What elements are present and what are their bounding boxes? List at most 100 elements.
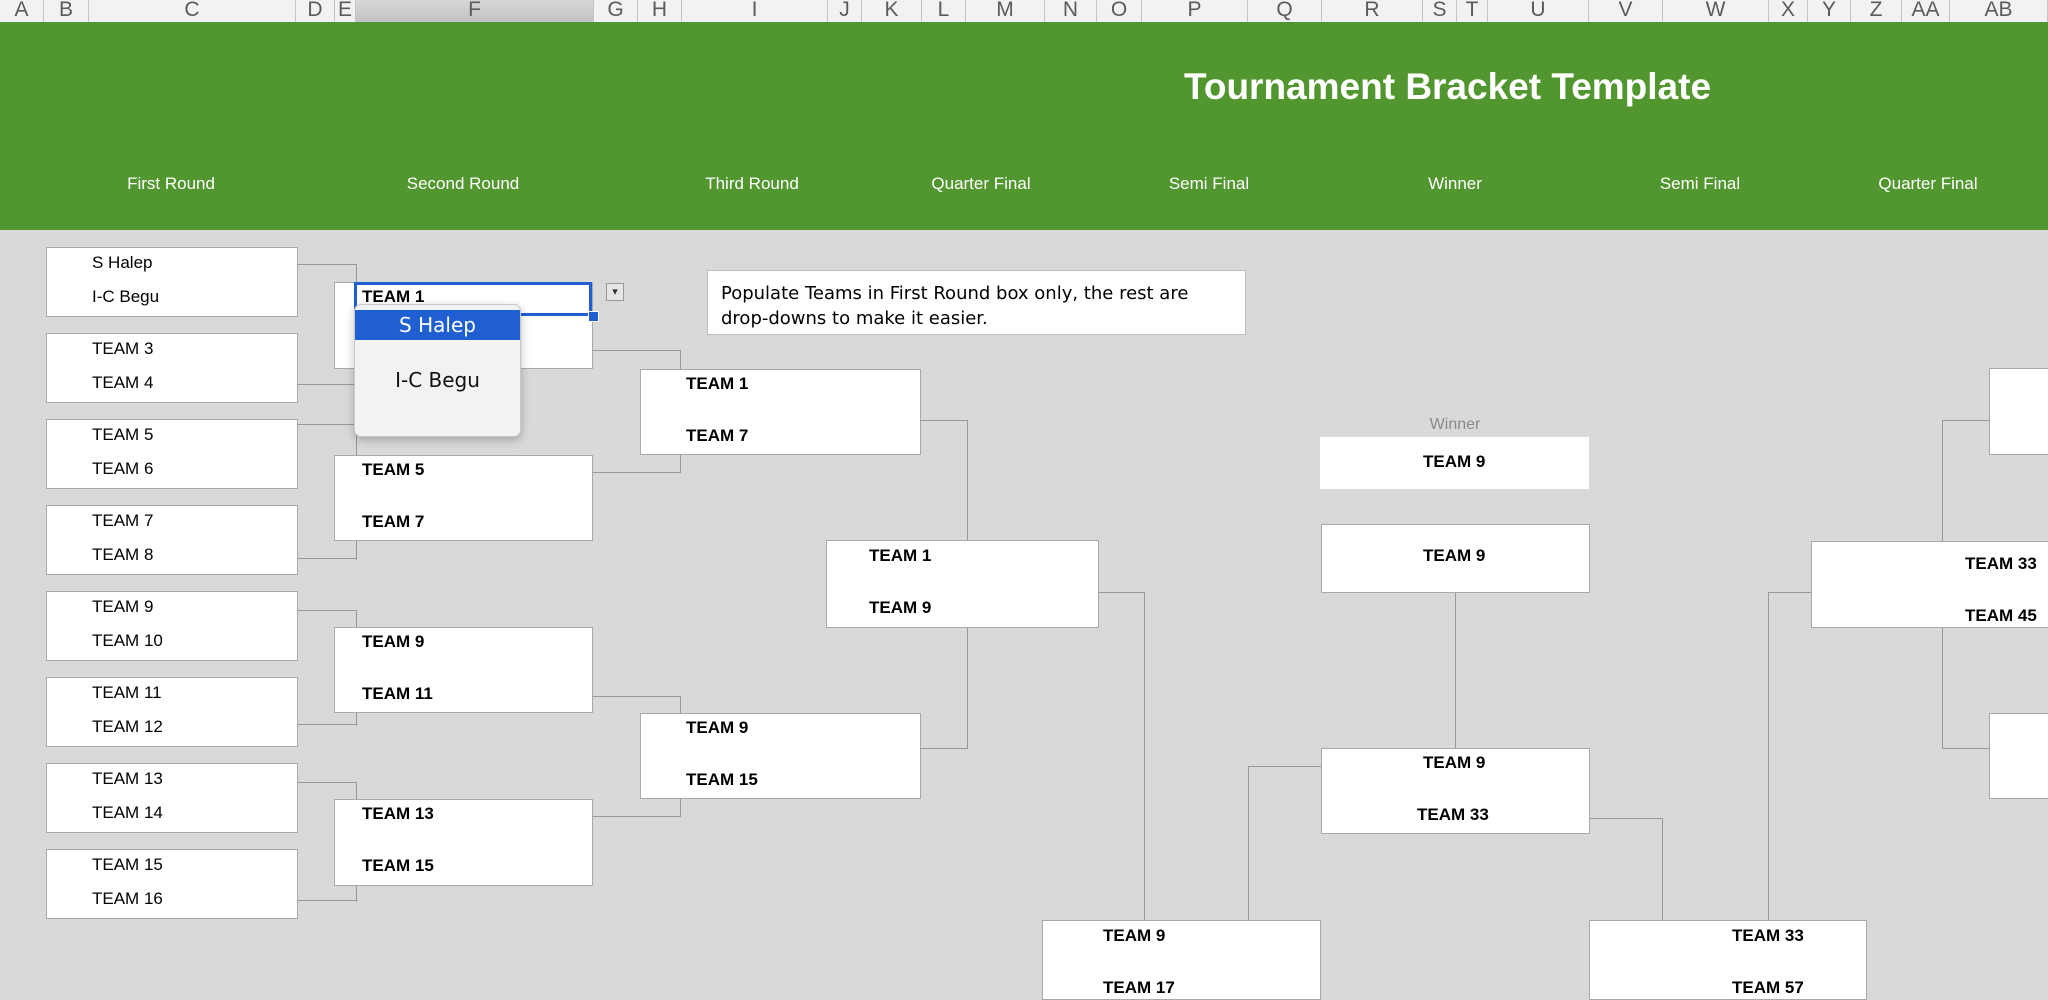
first-round-team-cell[interactable]: TEAM 4 [92,373,154,392]
column-header-n[interactable]: N [1045,0,1097,22]
dropdown-option[interactable]: I-C Begu [395,368,480,392]
quarter-final-right-match [1811,541,2048,628]
second-round-team-cell[interactable]: TEAM 11 [362,684,433,703]
column-header-r[interactable]: R [1322,0,1423,22]
right-edge-match-top [1989,368,2048,455]
first-round-team-cell[interactable]: TEAM 3 [92,339,154,358]
center-top-box [1321,524,1590,593]
column-header-y[interactable]: Y [1808,0,1851,22]
first-round-match-3 [46,419,298,489]
quarter-final-team-cell[interactable]: TEAM 1 [869,546,932,565]
first-round-match-7 [46,763,298,833]
round-label-semi-left: Semi Final [1168,174,1250,193]
column-header-f[interactable]: F [356,0,594,22]
column-header-b[interactable]: B [44,0,89,22]
column-header-h[interactable]: H [638,0,682,22]
first-round-team-cell[interactable]: TEAM 7 [92,511,154,530]
first-round-team-cell[interactable]: S Halep [92,253,153,272]
second-round-team-cell[interactable]: TEAM 1 [362,287,425,306]
first-round-match-5 [46,591,298,661]
final-match-box [1321,748,1590,834]
second-round-team-cell[interactable]: TEAM 5 [362,460,425,479]
second-round-match-4 [334,799,593,886]
semi-final-left-match [1042,920,1321,1000]
column-header-j[interactable]: J [828,0,862,22]
first-round-team-cell[interactable]: TEAM 15 [92,855,163,874]
second-round-team-cell[interactable]: TEAM 7 [362,512,425,531]
fill-handle[interactable] [588,311,599,322]
first-round-match-2 [46,333,298,403]
column-header-bar: A B C D E F G H I J K L M N O P Q R S T … [0,0,2048,23]
column-header-d[interactable]: D [296,0,335,22]
first-round-team-cell[interactable]: TEAM 11 [92,683,162,702]
first-round-team-cell[interactable]: TEAM 12 [92,717,163,736]
instruction-note: Populate Teams in First Round box only, … [707,270,1246,335]
third-round-match-2 [640,713,921,799]
winner-cell[interactable]: TEAM 9 [1423,452,1486,471]
round-label-second: Second Round [406,174,520,193]
third-round-match-1 [640,369,921,455]
right-edge-match-bottom [1989,713,2048,799]
second-round-team-cell[interactable]: TEAM 13 [362,804,434,823]
first-round-team-cell[interactable]: TEAM 8 [92,545,154,564]
column-header-v[interactable]: V [1589,0,1663,22]
quarter-final-team-cell[interactable]: TEAM 9 [869,598,932,617]
column-header-z[interactable]: Z [1851,0,1902,22]
column-header-aa[interactable]: AA [1902,0,1950,22]
column-header-q[interactable]: Q [1248,0,1322,22]
column-header-x[interactable]: X [1769,0,1808,22]
center-top-cell[interactable]: TEAM 9 [1423,546,1486,565]
second-round-team-cell[interactable]: TEAM 9 [362,632,425,651]
final-team-cell[interactable]: TEAM 33 [1417,805,1489,824]
quarter-final-left-match [826,540,1099,628]
column-header-p[interactable]: P [1142,0,1248,22]
second-round-match-2 [334,455,593,541]
quarter-final-team-cell[interactable]: TEAM 33 [1965,554,2037,573]
round-label-first: First Round [127,174,215,193]
first-round-team-cell[interactable]: TEAM 13 [92,769,163,788]
second-round-match-3 [334,627,593,713]
column-header-u[interactable]: U [1488,0,1589,22]
column-header-m[interactable]: M [966,0,1045,22]
dropdown-arrow-button[interactable]: ▾ [606,283,624,301]
column-header-a[interactable]: A [0,0,44,22]
semi-final-team-cell[interactable]: TEAM 9 [1103,926,1166,945]
semi-final-team-cell[interactable]: TEAM 17 [1103,978,1175,997]
page-title: Tournament Bracket Template [1184,66,1712,107]
third-round-team-cell[interactable]: TEAM 15 [686,770,758,789]
first-round-match-8 [46,849,298,919]
column-header-g[interactable]: G [594,0,638,22]
dropdown-option-selected[interactable]: S Halep [355,310,520,340]
first-round-team-cell[interactable]: TEAM 5 [92,425,154,444]
column-header-t[interactable]: T [1457,0,1488,22]
header-banner [0,22,2048,230]
second-round-team-cell[interactable]: TEAM 15 [362,856,434,875]
semi-final-team-cell[interactable]: TEAM 57 [1732,978,1804,997]
column-header-k[interactable]: K [862,0,922,22]
first-round-team-cell[interactable]: TEAM 10 [92,631,163,650]
third-round-team-cell[interactable]: TEAM 9 [686,718,749,737]
column-header-i[interactable]: I [682,0,828,22]
first-round-team-cell[interactable]: TEAM 14 [92,803,163,822]
first-round-team-cell[interactable]: TEAM 6 [92,459,154,478]
column-header-s[interactable]: S [1423,0,1457,22]
third-round-team-cell[interactable]: TEAM 7 [686,426,749,445]
column-header-ab[interactable]: AB [1950,0,2048,22]
quarter-final-team-cell[interactable]: TEAM 45 [1965,606,2037,625]
semi-final-team-cell[interactable]: TEAM 33 [1732,926,1804,945]
column-header-l[interactable]: L [922,0,966,22]
first-round-team-cell[interactable]: TEAM 9 [92,597,154,616]
round-label-quarter-left: Quarter Final [931,174,1031,193]
third-round-team-cell[interactable]: TEAM 1 [686,374,749,393]
first-round-team-cell[interactable]: I-C Begu [92,287,160,306]
column-header-o[interactable]: O [1097,0,1142,22]
first-round-match-1 [46,247,298,317]
column-header-c[interactable]: C [89,0,296,22]
semi-final-right-match [1589,920,1867,1000]
first-round-team-cell[interactable]: TEAM 16 [92,889,163,908]
winner-label-text: Winner [1429,416,1481,433]
round-label-quarter-right: Quarter Final [1878,174,1978,193]
final-team-cell[interactable]: TEAM 9 [1423,753,1486,772]
column-header-w[interactable]: W [1663,0,1769,22]
column-header-e[interactable]: E [335,0,356,22]
